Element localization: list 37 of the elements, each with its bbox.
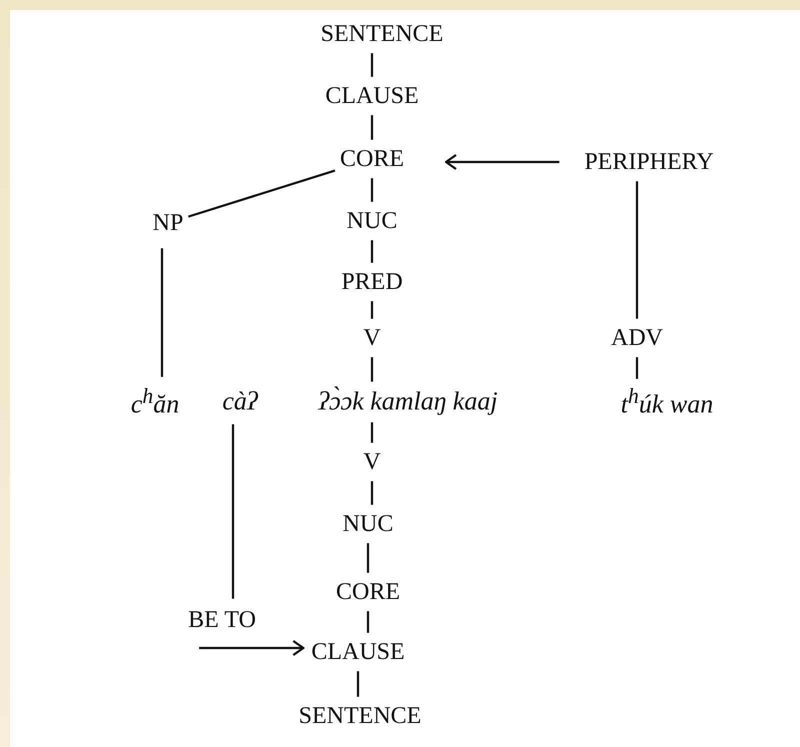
tree-branch-line xyxy=(370,422,374,443)
tree-node-label: CORE xyxy=(340,146,404,172)
tree-branch-line xyxy=(366,543,370,573)
tree-node-label: SENTENCE xyxy=(298,702,422,730)
arrow xyxy=(199,640,304,656)
tree-branch-line xyxy=(370,53,374,77)
tree-node-label: BE TO xyxy=(188,606,256,634)
tree-node-label: SENTENCE xyxy=(320,20,444,48)
tree-node-label: V xyxy=(363,448,381,476)
tree-branch-line xyxy=(370,115,374,140)
tree-node-label: PRED xyxy=(341,268,403,296)
tree-node-label: CLAUSE xyxy=(325,82,419,110)
tree-branch-line xyxy=(370,357,374,382)
arrow xyxy=(444,154,560,170)
tree-node-label: ADV xyxy=(611,324,663,352)
tree-branch-line xyxy=(370,178,374,202)
tree-branch-line xyxy=(636,181,638,319)
word-label: t$^{h}$úk wan xyxy=(620,384,714,420)
tree-branch-line xyxy=(232,424,234,599)
tree-branch-line xyxy=(366,611,370,633)
word-label: càʔ xyxy=(222,388,258,416)
tree-branch-line xyxy=(370,481,374,505)
tree-node-label: NUC xyxy=(342,510,394,538)
tree-branch-line xyxy=(188,170,336,218)
tree-node-label: PERIPHERY xyxy=(584,148,714,176)
tree-branch-line xyxy=(356,671,360,697)
tree-node-label: NUC xyxy=(346,208,398,234)
tree-node-label: CORE xyxy=(336,578,400,606)
word-label: ʔɔ̀ɔk kamlaŋ kaaj xyxy=(318,388,498,416)
tree-branch-line xyxy=(160,248,164,377)
tree-node-label: CLAUSE xyxy=(311,638,405,666)
tree-branch-line xyxy=(370,301,374,319)
tree-node-label: V xyxy=(363,324,381,352)
word-label: c$^{h}$ăn xyxy=(130,384,180,420)
tree-node-label: NP xyxy=(152,210,184,236)
tree-branch-line xyxy=(370,240,374,263)
tree-branch-line xyxy=(636,357,638,379)
